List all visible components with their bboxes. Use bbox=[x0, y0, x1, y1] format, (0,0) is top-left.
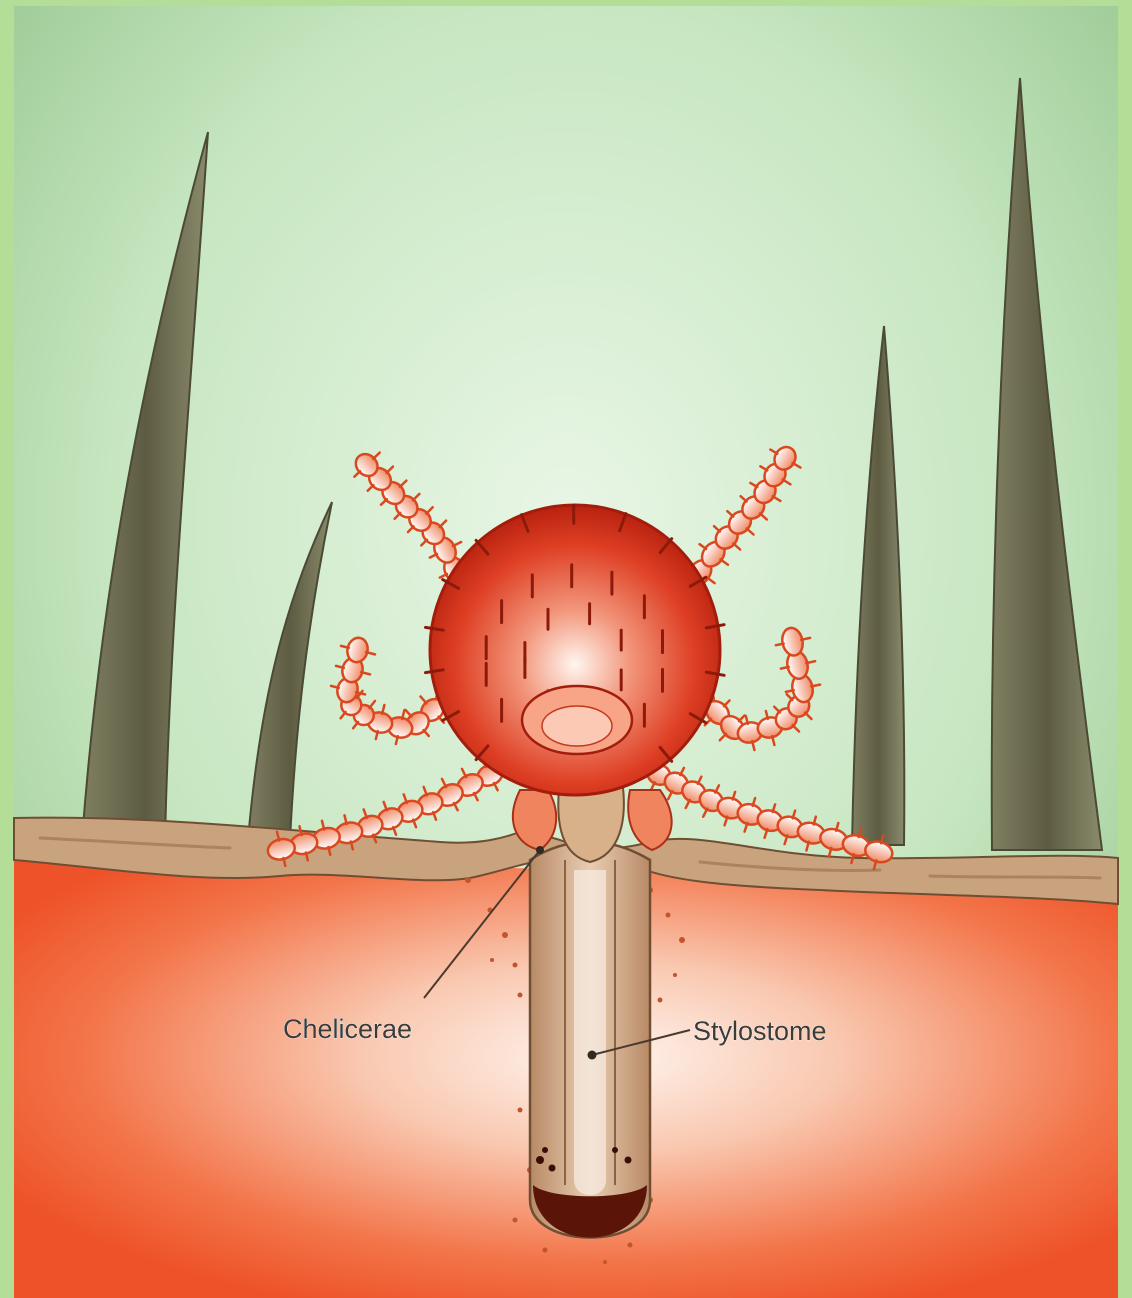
stylostome-pointer-dot bbox=[588, 1051, 597, 1060]
stylostome-canal bbox=[574, 870, 606, 1195]
stylostome-label: Stylostome bbox=[693, 1016, 827, 1046]
mite-scutum-inner bbox=[542, 706, 612, 746]
stylostome bbox=[530, 842, 650, 1238]
chelicerae-label: Chelicerae bbox=[283, 1014, 412, 1044]
chelicerae-pointer-dot bbox=[536, 846, 544, 854]
